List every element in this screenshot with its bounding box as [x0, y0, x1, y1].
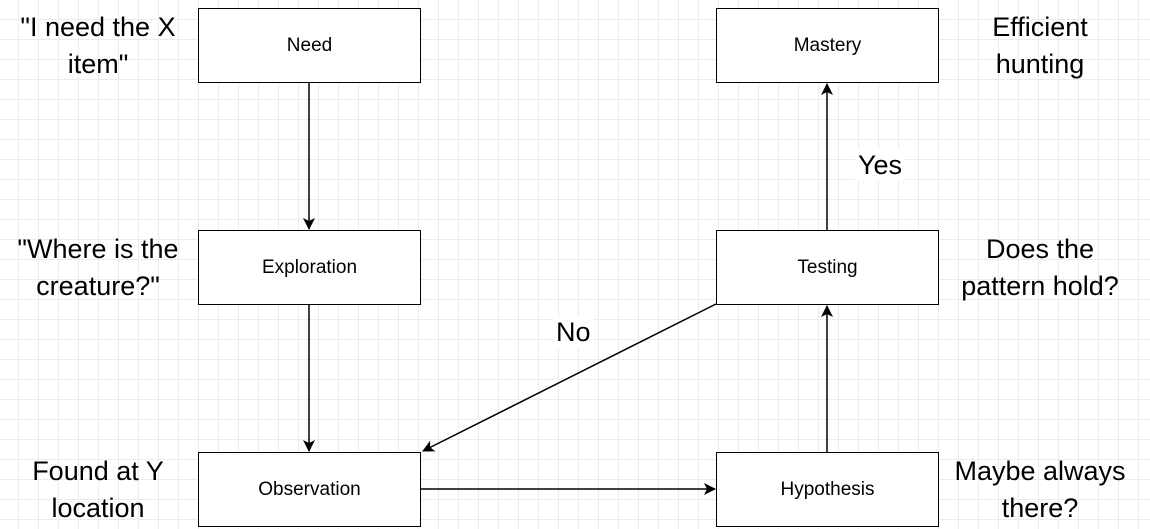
note-testing-line-1: Does the	[985, 234, 1095, 264]
node-mastery[interactable]: Mastery	[716, 8, 939, 83]
note-testing: Does the pattern hold?	[945, 231, 1135, 305]
note-observation-line-1: Found at Y	[32, 456, 164, 486]
note-mastery-line-2: hunting	[995, 49, 1085, 79]
edge-testing-to-observation	[422, 303, 717, 452]
note-exploration-line-2: creature?"	[36, 271, 160, 301]
note-observation-line-2: location	[51, 493, 145, 523]
node-exploration[interactable]: Exploration	[198, 230, 421, 305]
note-exploration: "Where is the creature?"	[4, 231, 192, 305]
edge-label-no: No	[553, 316, 594, 348]
note-observation: Found at Y location	[4, 453, 192, 527]
note-mastery-line-1: Efficient	[992, 12, 1088, 42]
note-hypothesis: Maybe always there?	[945, 453, 1135, 527]
node-testing[interactable]: Testing	[716, 230, 939, 305]
note-hypothesis-line-2: there?	[1001, 493, 1079, 523]
node-hypothesis[interactable]: Hypothesis	[716, 452, 939, 527]
note-need: "I need the X item"	[4, 9, 192, 83]
note-testing-line-2: pattern hold?	[961, 271, 1119, 301]
note-need-line-1: "I need the X	[20, 12, 176, 42]
node-observation[interactable]: Observation	[198, 452, 421, 527]
edge-label-yes: Yes	[855, 149, 906, 181]
note-hypothesis-line-1: Maybe always	[954, 456, 1126, 486]
node-need[interactable]: Need	[198, 8, 421, 83]
note-need-line-2: item"	[67, 49, 129, 79]
note-exploration-line-1: "Where is the	[17, 234, 179, 264]
note-mastery: Efficient hunting	[945, 9, 1135, 83]
